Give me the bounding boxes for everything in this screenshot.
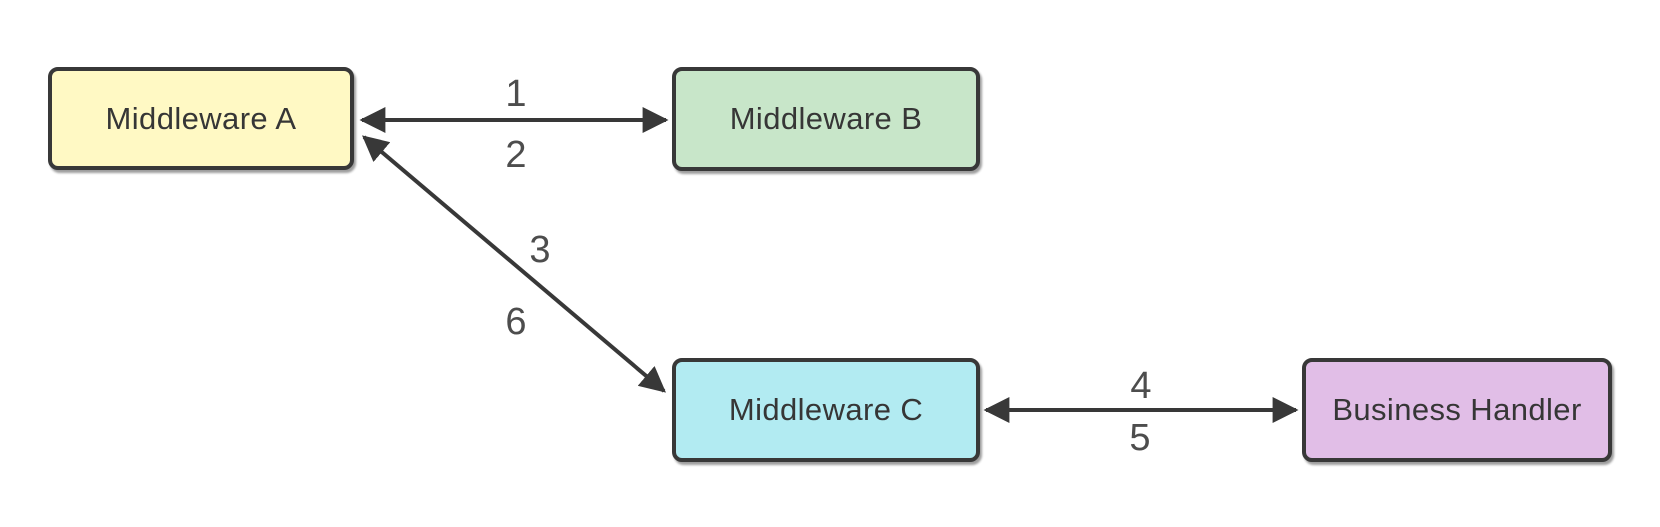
edge-middleware-c-business-handler: 4 5 xyxy=(983,365,1299,459)
edge-label-2: 2 xyxy=(505,134,526,176)
node-label: Middleware C xyxy=(728,392,924,427)
node-middleware-c: Middleware C xyxy=(672,358,980,462)
edge-label-1: 1 xyxy=(505,73,526,115)
edge-middleware-a-middleware-c: 3 6 xyxy=(362,135,666,393)
node-middleware-b: Middleware B xyxy=(672,67,980,171)
edge-label-4: 4 xyxy=(1130,365,1151,407)
edge-label-3: 3 xyxy=(529,229,550,271)
node-label: Middleware B xyxy=(729,101,923,136)
edge-label-5: 5 xyxy=(1129,417,1150,459)
edge-middleware-a-middleware-b: 1 2 xyxy=(359,73,669,176)
node-middleware-a: Middleware A xyxy=(48,67,354,170)
node-label: Business Handler xyxy=(1332,392,1582,427)
edge-label-6: 6 xyxy=(505,301,526,343)
edge-line xyxy=(362,135,666,393)
node-label: Middleware A xyxy=(105,100,297,136)
node-business-handler: Business Handler xyxy=(1302,358,1612,462)
